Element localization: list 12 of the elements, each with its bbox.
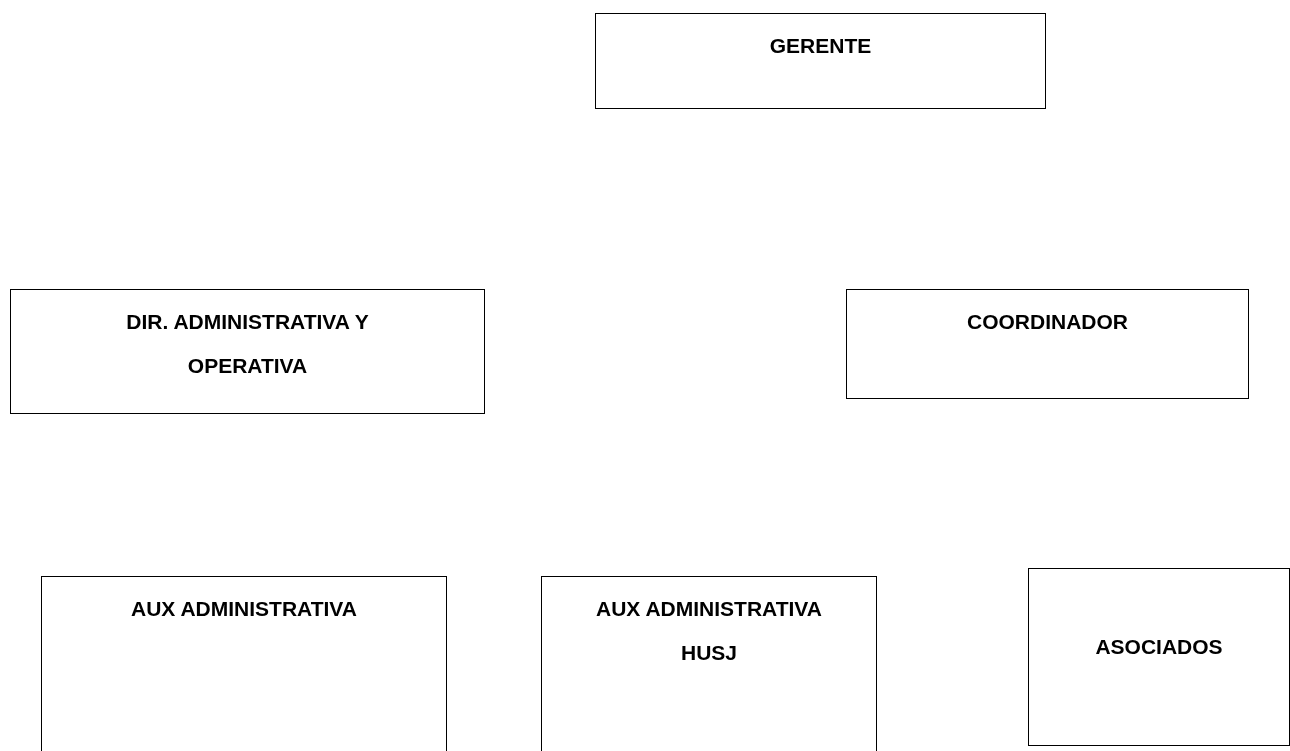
position-box (1028, 568, 1290, 746)
position-title: DIR. ADMINISTRATIVA Y OPERATIVA (125, 309, 370, 379)
position-title: COORDINADOR (967, 309, 1128, 335)
position-title: AUX ADMINISTRATIVA (131, 596, 357, 622)
position-box (10, 289, 485, 414)
position-box (41, 576, 447, 751)
position-title: AUX ADMINISTRATIVA HUSJ (595, 596, 823, 666)
position-box (595, 13, 1046, 109)
position-title: ASOCIADOS (1095, 634, 1223, 660)
position-title: GERENTE (769, 33, 872, 59)
position-box (541, 576, 877, 751)
position-box (846, 289, 1249, 399)
